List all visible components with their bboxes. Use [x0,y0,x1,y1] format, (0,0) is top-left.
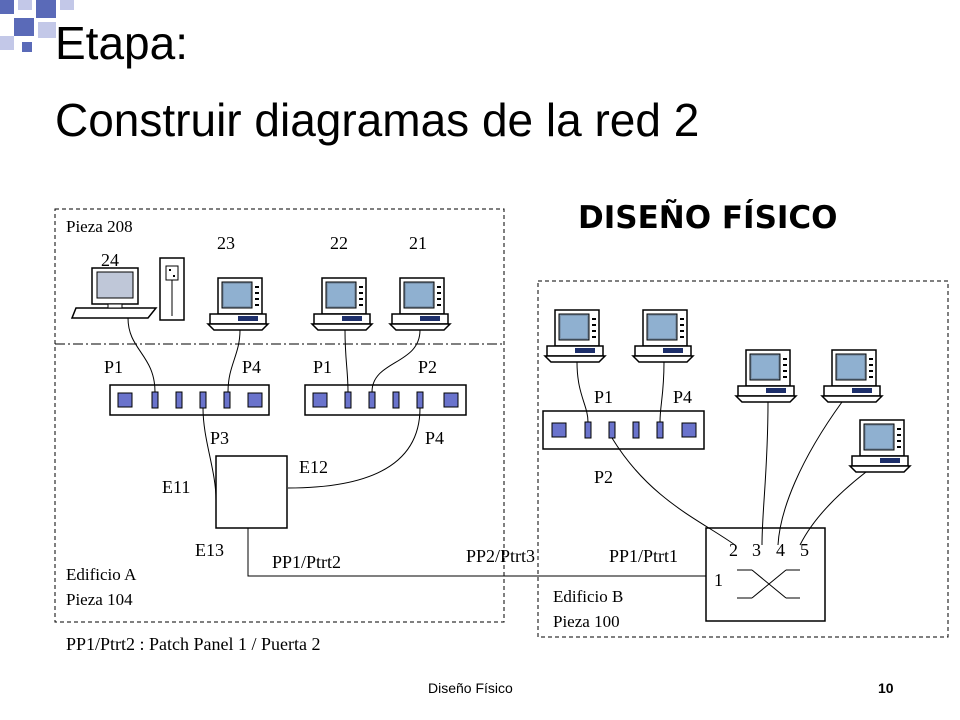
computer-b3-icon [735,349,797,403]
slide-title-line2: Construir diagramas de la red 2 [55,94,700,146]
room-100-label: Pieza 100 [553,612,620,631]
hub-a2-port-p4-label: P4 [425,428,444,448]
switch-port-e13-label: E13 [195,540,224,560]
patch-b-label: PP1/Ptrt1 [609,546,678,566]
patch-panel-b [705,527,826,622]
panel-port-3-label: 3 [752,540,761,560]
hub-a1-port-p1-label: P1 [104,357,123,377]
hub-b-port-p2-label: P2 [594,467,613,487]
computer-b2-icon [632,309,694,363]
slide-title-line1: Etapa: [55,17,188,69]
computer-24-icon [71,257,185,321]
hub-a1-port-p3-label: P3 [210,428,229,448]
computer-23-label: 23 [217,233,235,253]
building-b-name: Edificio B [553,587,623,606]
hub-a1-port-p4-label: P4 [242,357,261,377]
hub-a1 [109,384,270,416]
hub-a2 [304,384,467,416]
computer-b5-icon [849,419,911,473]
page-number: 10 [878,680,894,696]
patch-legend: PP1/Ptrt2 : Patch Panel 1 / Puerta 2 [66,634,321,654]
room-208-label: Pieza 208 [66,217,133,236]
computer-22-label: 22 [330,233,348,253]
panel-port-4-label: 4 [776,540,785,560]
patch-a-label: PP1/Ptrt2 [272,552,341,572]
patch-b-link-label: PP2/Ptrt3 [466,546,535,566]
building-b-boundary [537,280,949,638]
panel-port-5-label: 5 [800,540,809,560]
panel-port-2-label: 2 [729,540,738,560]
building-a-boundary [54,208,505,623]
computer-23-icon [207,277,269,331]
room-104-label: Pieza 104 [66,590,133,609]
computer-b4-icon [821,349,883,403]
computer-21-label: 21 [409,233,427,253]
building-a-name: Edificio A [66,565,137,584]
cables-a [127,317,706,577]
computer-24-label: 24 [101,250,119,270]
computer-21-icon [389,277,451,331]
hub-b-port-p1-label: P1 [594,387,613,407]
panel-port-1-label: 1 [714,570,723,590]
switch-box [215,455,288,529]
section-heading: DISEÑO FÍSICO [578,200,838,236]
hub-b [542,410,705,450]
hub-a2-port-p1-label: P1 [313,357,332,377]
hub-b-port-p4-label: P4 [673,387,692,407]
footer-text: Diseño Físico [428,680,513,696]
hub-a2-port-p2-label: P2 [418,357,437,377]
switch-port-e11-label: E11 [162,477,190,497]
computer-22-icon [311,277,373,331]
cables-b [576,361,867,546]
computer-b1-icon [544,309,606,363]
switch-port-e12-label: E12 [299,457,328,477]
